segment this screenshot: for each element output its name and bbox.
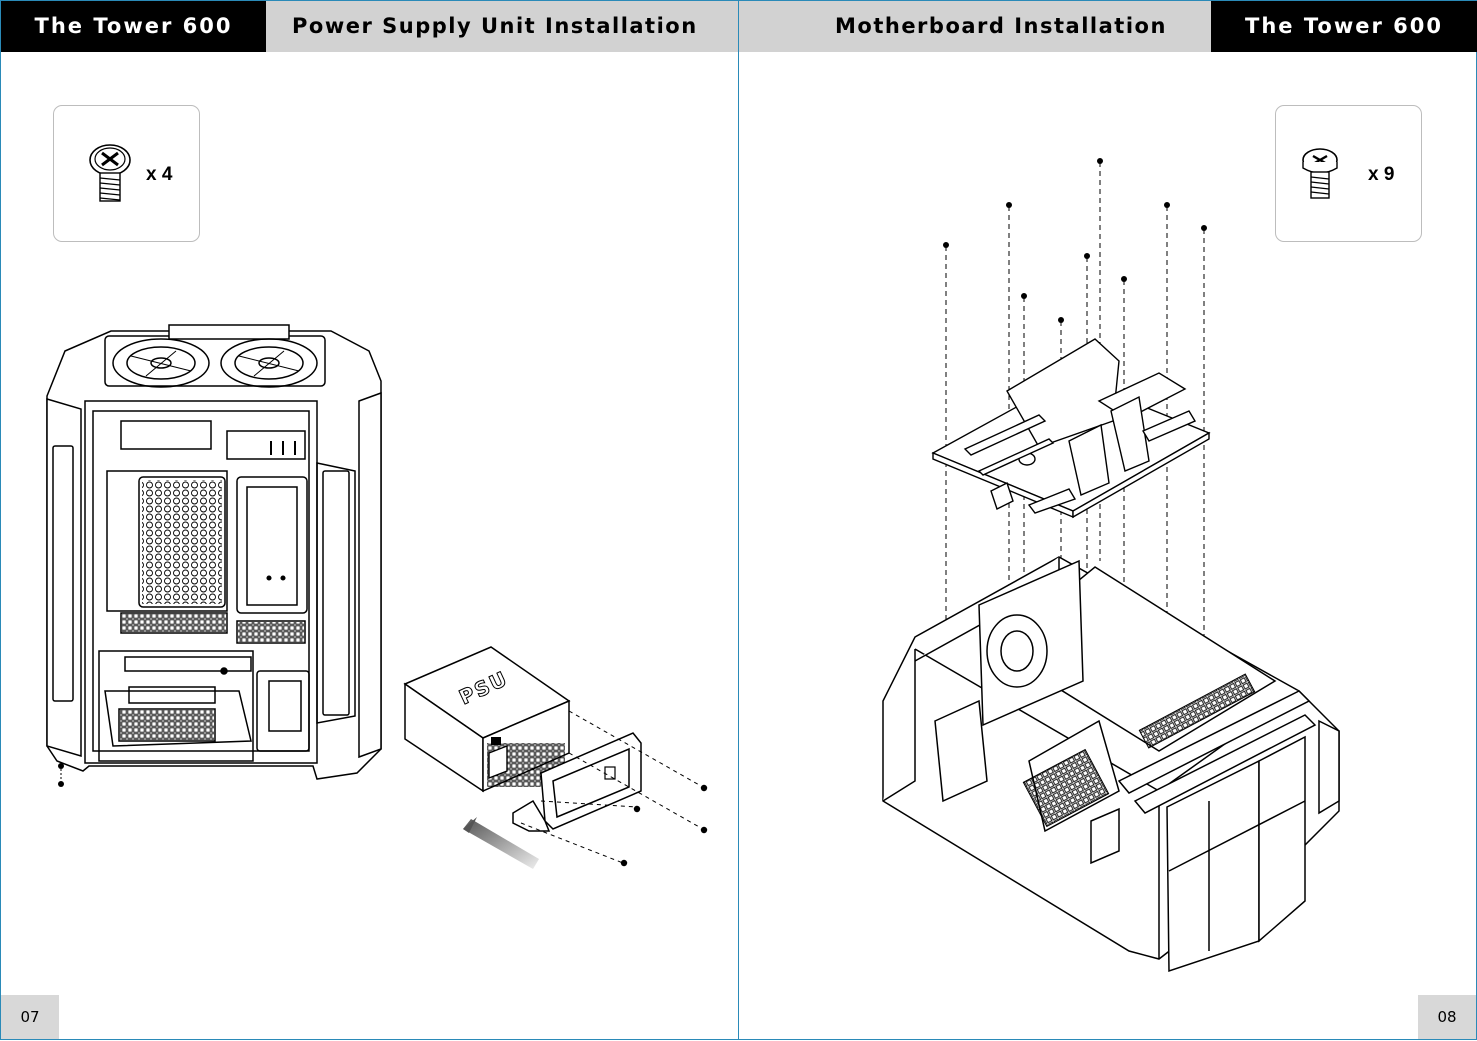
psu-illustration: PSU [403, 646, 708, 869]
screw-callout: x 4 [53, 105, 200, 242]
page-08: Motherboard Installation The Tower 600 x… [738, 0, 1477, 1040]
psu-screw-icon [89, 144, 131, 202]
section-title: Power Supply Unit Installation [266, 1, 739, 52]
motherboard-screw-icon [1302, 148, 1338, 199]
case-illustration [46, 324, 382, 787]
section-title: Motherboard Installation [739, 1, 1211, 52]
page-07: The Tower 600 Power Supply Unit Installa… [0, 0, 739, 1040]
brand-header: The Tower 600 [1211, 1, 1477, 52]
brand-header: The Tower 600 [1, 1, 266, 52]
page-number: 07 [1, 995, 59, 1039]
screw-quantity: x 4 [146, 164, 173, 185]
screw-callout: x 9 [1275, 105, 1422, 242]
page-number: 08 [1418, 995, 1476, 1039]
screw-quantity: x 9 [1368, 164, 1395, 185]
motherboard-illustration [882, 158, 1340, 973]
